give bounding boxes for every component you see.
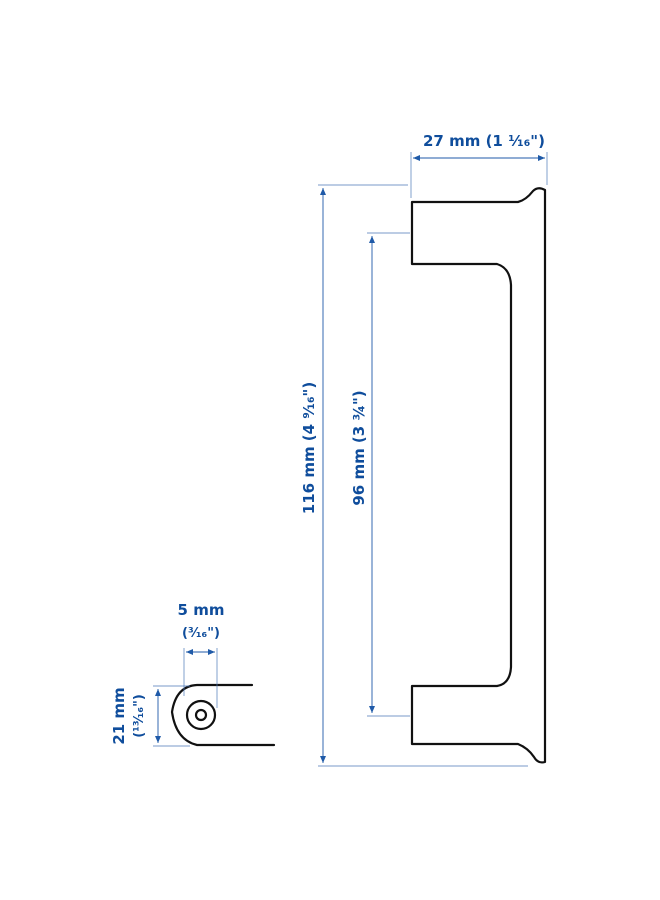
thickness-dimension: 5 mm (³⁄₁₆"): [178, 601, 225, 708]
width-dimension-label: 27 mm (1 ¹⁄₁₆"): [423, 132, 545, 150]
end-view-outline: [170, 683, 276, 747]
thickness-dimension-imperial-label: (³⁄₁₆"): [182, 626, 220, 641]
handle-end-view: [170, 683, 276, 747]
length-dimension-label: 116 mm (4 ⁹⁄₁₆"): [300, 382, 318, 514]
depth-dimension: 21 mm (¹³⁄₁₆"): [110, 685, 190, 747]
thickness-dimension-label: 5 mm: [178, 601, 225, 619]
hole-spacing-dimension: 96 mm (3 ¾"): [350, 232, 410, 717]
handle-side-view: [410, 187, 547, 764]
width-dimension: 27 mm (1 ¹⁄₁₆"): [410, 132, 548, 198]
depth-dimension-label: 21 mm: [110, 687, 128, 744]
screw-hole-inner: [194, 708, 208, 722]
screw-hole-outer: [185, 699, 217, 731]
hole-spacing-dimension-label: 96 mm (3 ¾"): [350, 390, 368, 505]
length-dimension: 116 mm (4 ⁹⁄₁₆"): [300, 184, 528, 767]
handle-outline: [410, 187, 547, 764]
depth-dimension-imperial-label: (¹³⁄₁₆"): [132, 694, 147, 738]
